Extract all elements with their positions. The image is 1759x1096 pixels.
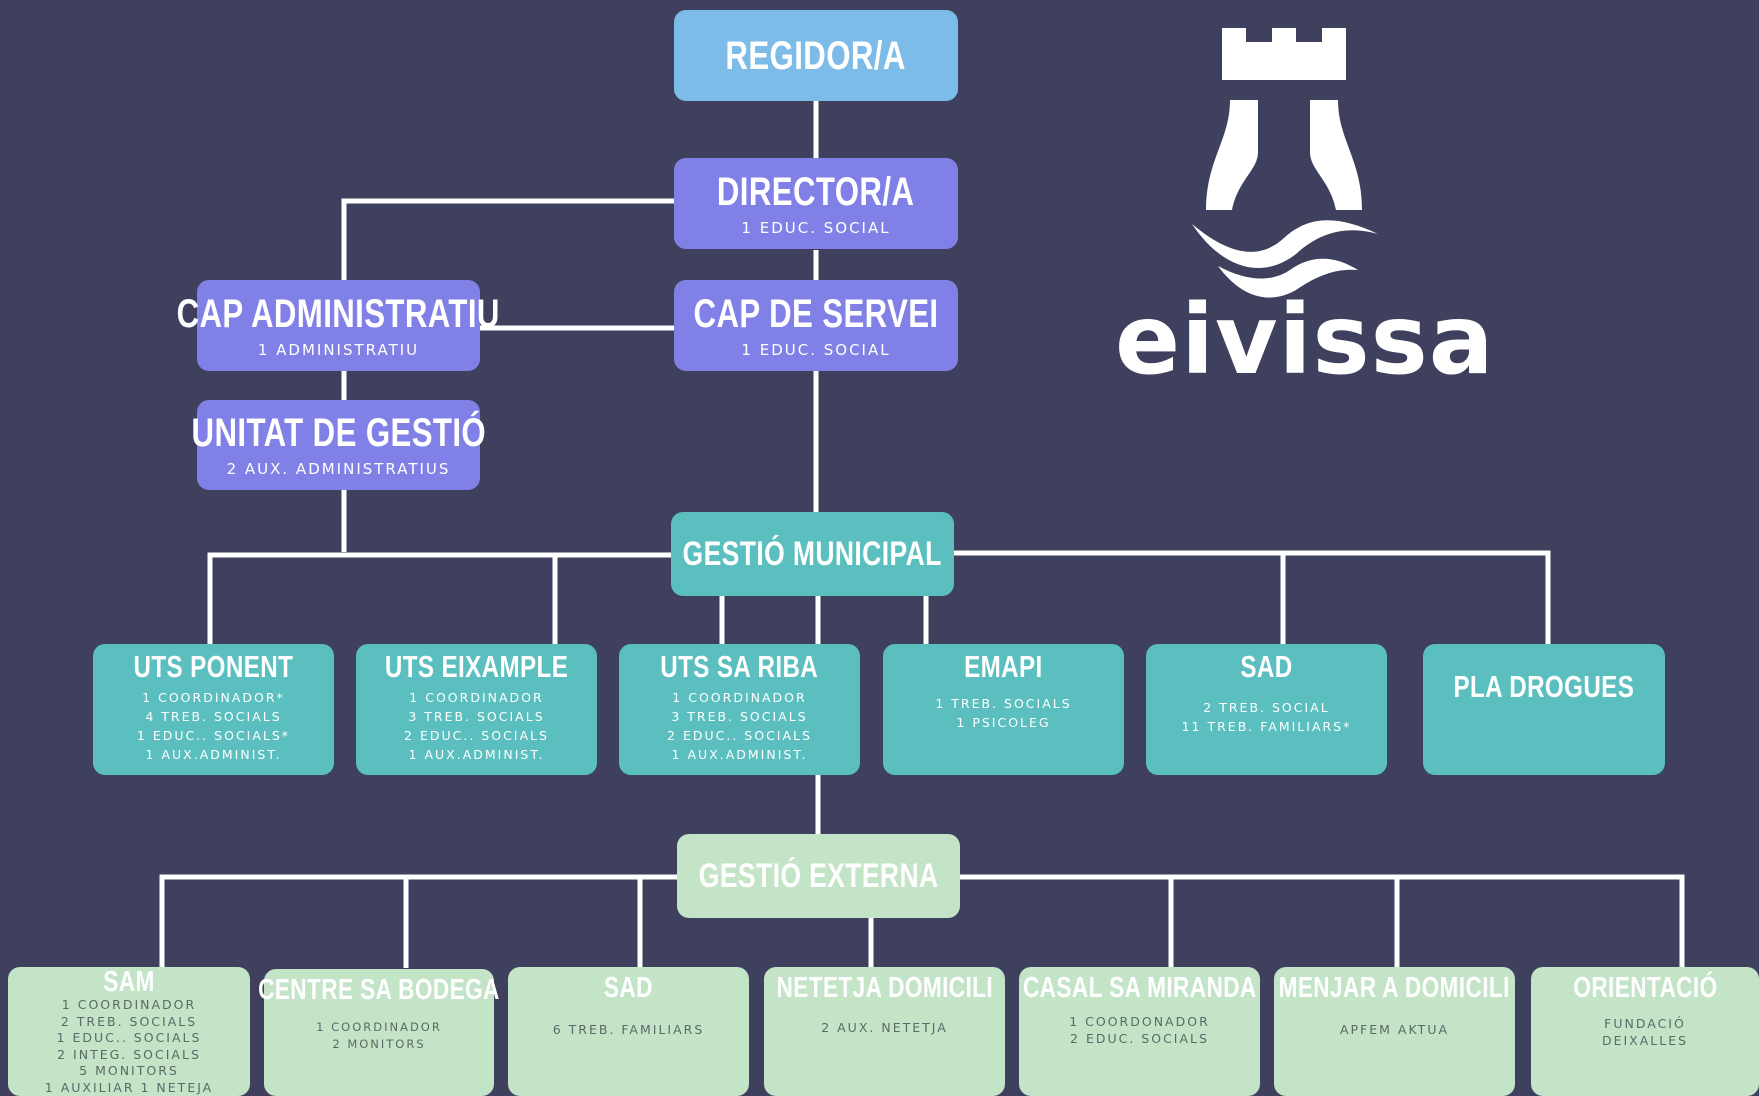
sad-externa-title: SAD [604, 972, 653, 1004]
netetja-domicili-title: NETETJA DOMICILI [776, 972, 993, 1004]
uts-sa-riba-title: UTS SA RIBA [660, 649, 819, 684]
gestio-municipal-title: GESTIÓ MUNICIPAL [682, 535, 943, 573]
director-staff: 1 EDUC. SOCIAL [741, 218, 891, 237]
uts-ponent-title: UTS PONENT [133, 649, 294, 684]
gestio-externa-box: GESTIÓ EXTERNA [677, 834, 960, 918]
pla-drogues-title: PLA DROGUES [1453, 669, 1635, 704]
regidor-title: REGIDOR/A [725, 33, 907, 78]
centre-sa-bodega-title: CENTRE SA BODEGA [258, 974, 500, 1006]
cap-servei-box: CAP DE SERVEI 1 EDUC. SOCIAL [674, 280, 958, 371]
cap-servei-title: CAP DE SERVEI [693, 291, 939, 336]
cap-admin-title: CAP ADMINISTRATIU [176, 291, 501, 336]
sad-municipal-title: SAD [1240, 649, 1293, 684]
uts-ponent-box: UTS PONENT 1 COORDINADOR*4 TREB. SOCIALS… [93, 644, 334, 775]
orientacio-title: ORIENTACIÓ [1572, 972, 1718, 1004]
netetja-domicili-box: NETETJA DOMICILI 2 AUX. NETETJA [764, 967, 1005, 1096]
sam-title: SAM [103, 966, 155, 998]
unitat-gestio-staff: 2 AUX. ADMINISTRATIUS [226, 460, 451, 478]
eivissa-castle-logo-icon [1192, 28, 1378, 298]
sad-externa-staff: 6 TREB. FAMILIARS [552, 1022, 705, 1037]
eivissa-logo-text: eivissa [1115, 284, 1495, 396]
gestio-municipal-box: GESTIÓ MUNICIPAL [671, 512, 954, 596]
cap-servei-staff: 1 EDUC. SOCIAL [741, 340, 891, 359]
emapi-title: EMAPI [964, 649, 1043, 684]
cap-admin-staff: 1 ADMINISTRATIU [257, 340, 420, 359]
menjar-a-domicili-title: MENJAR A DOMICILI [1278, 972, 1511, 1004]
director-title: DIRECTOR/A [717, 169, 915, 214]
uts-eixample-title: UTS EIXAMPLE [384, 649, 569, 684]
casal-sa-miranda-title: CASAL SA MIRANDA [1022, 972, 1257, 1004]
unitat-gestio-box: UNITAT DE GESTIÓ 2 AUX. ADMINISTRATIUS [191, 400, 485, 490]
netetja-domicili-staff: 2 AUX. NETETJA [821, 1020, 948, 1035]
pla-drogues-box: PLA DROGUES [1423, 644, 1665, 775]
gestio-externa-title: GESTIÓ EXTERNA [698, 857, 939, 895]
unitat-gestio-title: UNITAT DE GESTIÓ [191, 411, 486, 455]
menjar-a-domicili-box: MENJAR A DOMICILI APFEM AKTUA [1274, 967, 1515, 1096]
menjar-a-domicili-staff: APFEM AKTUA [1339, 1022, 1450, 1037]
director-box: DIRECTOR/A 1 EDUC. SOCIAL [674, 158, 958, 249]
sad-externa-box: SAD 6 TREB. FAMILIARS [508, 967, 749, 1096]
regidor-box: REGIDOR/A [674, 10, 958, 101]
cap-admin-box: CAP ADMINISTRATIU 1 ADMINISTRATIU [177, 280, 500, 371]
